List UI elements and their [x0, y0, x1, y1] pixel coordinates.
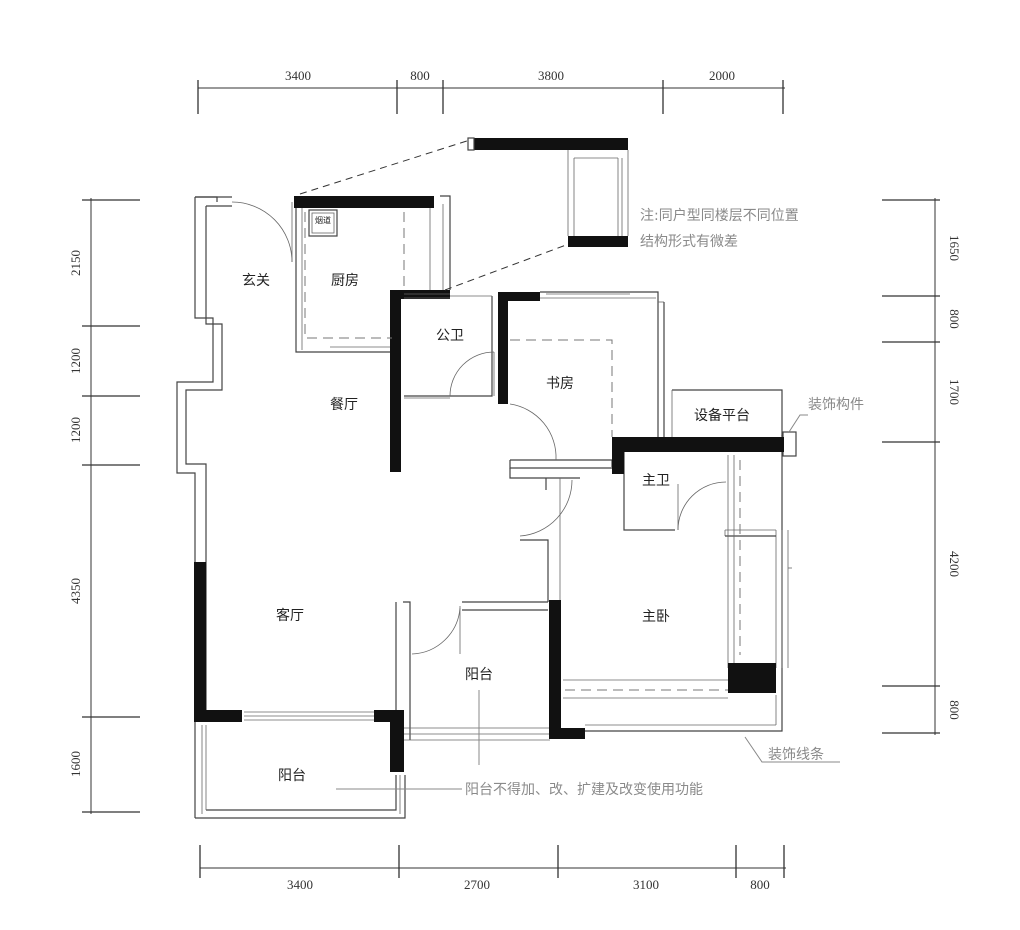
dim-top-4: 2000: [709, 68, 735, 83]
note-variation-line1: 注:同户型同楼层不同位置: [640, 207, 799, 224]
note-balcony-notice: 阳台不得加、改、扩建及改变使用功能: [465, 781, 703, 798]
dim-top-3: 3800: [538, 68, 564, 83]
label-study: 书房: [546, 376, 574, 392]
outer-walls: [176, 195, 797, 819]
label-balcony-center: 阳台: [465, 667, 493, 683]
dim-left-4: 4350: [68, 578, 83, 604]
left-dimension-line: 2150 1200 1200 4350 1600: [68, 198, 140, 814]
dim-bottom-2: 2700: [464, 877, 490, 892]
leader-decor-component: [788, 414, 808, 433]
label-balcony-bottom: 阳台: [278, 768, 306, 784]
dim-right-4: 4200: [947, 551, 962, 577]
label-kitchen: 厨房: [331, 273, 359, 289]
dim-top-1: 3400: [285, 68, 311, 83]
dim-left-3: 1200: [68, 417, 83, 443]
label-master-bath: 主卫: [642, 473, 670, 489]
dim-bottom-3: 3100: [633, 877, 659, 892]
dim-right-5: 800: [947, 700, 962, 720]
label-master-bedroom: 主卧: [642, 609, 670, 625]
dim-left-5: 1600: [68, 751, 83, 777]
dim-top-2: 800: [410, 68, 430, 83]
label-living: 客厅: [276, 607, 304, 624]
label-public-bath: 公卫: [436, 328, 464, 344]
dim-right-1: 1650: [947, 235, 962, 261]
dim-bottom-1: 3400: [287, 877, 313, 892]
note-decor-component: 装饰构件: [808, 397, 864, 413]
label-entrance: 玄关: [242, 272, 270, 289]
label-flue: 烟道: [315, 215, 331, 225]
right-dimension-line: 1650 800 1700 4200 800: [882, 198, 962, 735]
leader-decor-strip: [744, 736, 840, 763]
flue-box: [308, 209, 338, 237]
label-dining: 餐厅: [330, 397, 358, 413]
note-variation-line2: 结构形式有微差: [640, 234, 738, 250]
dim-right-3: 1700: [947, 379, 962, 405]
structural-walls: [194, 138, 784, 772]
label-equipment-platform: 设备平台: [694, 407, 750, 424]
top-dimension-line: 3400 800 3800 2000: [197, 68, 785, 114]
dim-left-1: 2150: [68, 250, 83, 276]
note-decor-strip: 装饰线条: [768, 746, 824, 763]
bottom-dimension-line: 3400 2700 3100 800: [199, 845, 786, 892]
doors: [231, 201, 727, 655]
dashed-lines: [304, 212, 741, 691]
dim-bottom-4: 800: [750, 877, 770, 892]
variation-detail: [299, 137, 629, 291]
dim-right-2: 800: [947, 309, 962, 329]
windows: [244, 293, 630, 721]
dim-left-2: 1200: [68, 348, 83, 374]
